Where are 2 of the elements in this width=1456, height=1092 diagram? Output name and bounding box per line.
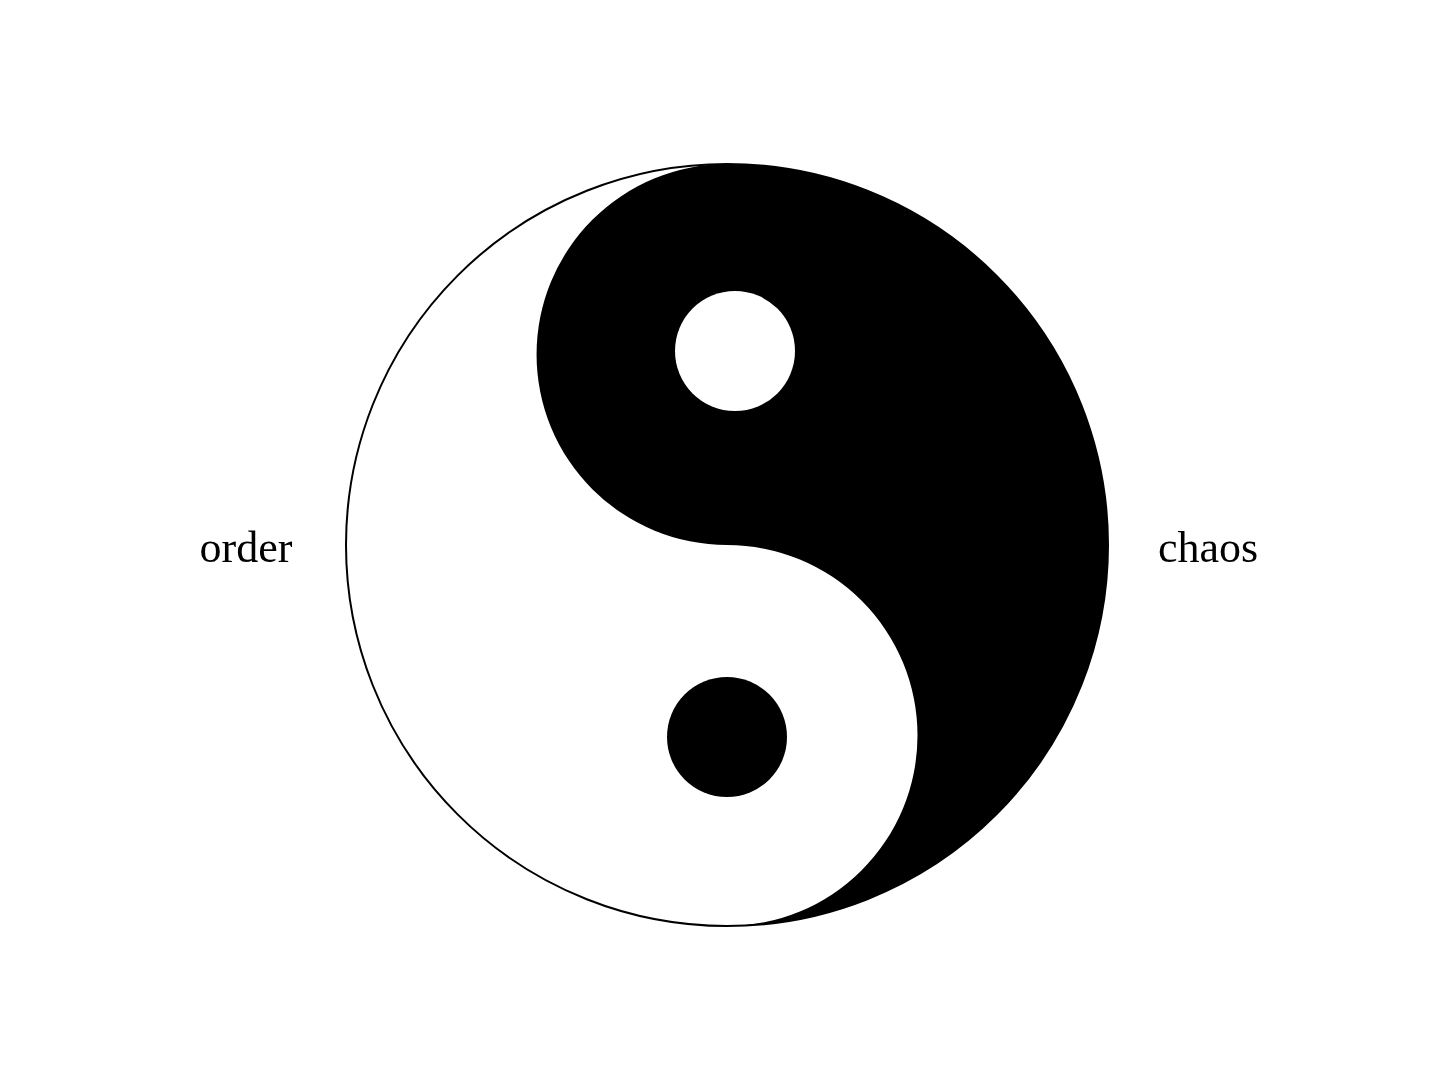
text-label: order xyxy=(199,526,293,570)
text-label: chaos xyxy=(1157,526,1259,570)
